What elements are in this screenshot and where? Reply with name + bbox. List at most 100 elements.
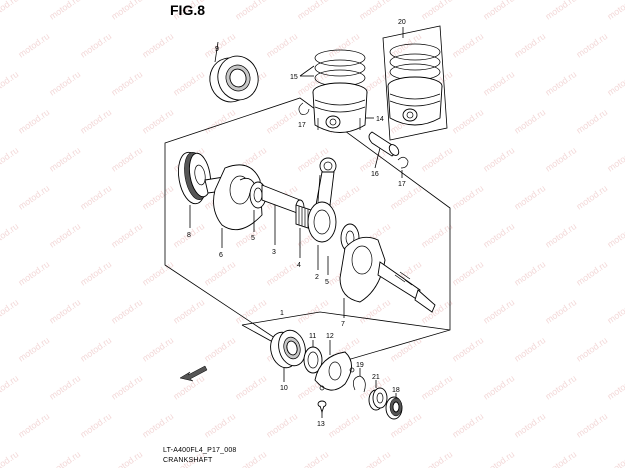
callout-15: 15 bbox=[290, 74, 298, 81]
spacer-part-11 bbox=[303, 340, 323, 374]
watermark-text: motod.ru bbox=[574, 411, 609, 440]
watermark-text: motod.ru bbox=[109, 297, 144, 326]
watermark-text: motod.ru bbox=[264, 31, 299, 60]
callout-12: 12 bbox=[326, 333, 334, 340]
front-direction-arrow-icon bbox=[179, 365, 208, 382]
watermark-text: motod.ru bbox=[202, 411, 237, 440]
watermark-text: motod.ru bbox=[78, 183, 113, 212]
crank-half-left-part-6 bbox=[204, 164, 263, 248]
watermark-text: motod.ru bbox=[450, 107, 485, 136]
callout-17-right: 17 bbox=[398, 181, 406, 188]
watermark-text: motod.ru bbox=[481, 373, 516, 402]
watermark-text: motod.ru bbox=[605, 145, 625, 174]
watermark-text: motod.ru bbox=[605, 221, 625, 250]
bearing-part-10 bbox=[270, 329, 306, 382]
callout-19: 19 bbox=[356, 362, 364, 369]
watermark-text: motod.ru bbox=[109, 373, 144, 402]
callout-5-left: 5 bbox=[251, 235, 255, 242]
watermark-text: motod.ru bbox=[543, 221, 578, 250]
timing-gear-part-8 bbox=[177, 151, 212, 228]
watermark-text: motod.ru bbox=[140, 107, 175, 136]
watermark-text: motod.ru bbox=[109, 0, 144, 22]
watermark-text: motod.ru bbox=[78, 411, 113, 440]
watermark-text: motod.ru bbox=[0, 145, 20, 174]
circlip-part-19 bbox=[353, 368, 366, 393]
watermark-text: motod.ru bbox=[419, 221, 454, 250]
watermark-text: motod.ru bbox=[47, 221, 82, 250]
figure-label: FIG.8 bbox=[170, 2, 206, 18]
watermark-text: motod.ru bbox=[233, 449, 268, 468]
watermark-text: motod.ru bbox=[47, 145, 82, 174]
callout-16: 16 bbox=[371, 171, 379, 178]
callout-8: 8 bbox=[187, 232, 191, 239]
watermark-text: motod.ru bbox=[47, 373, 82, 402]
watermark-text: motod.ru bbox=[543, 0, 578, 22]
watermark-text: motod.ru bbox=[419, 373, 454, 402]
watermark-text: motod.ru bbox=[574, 183, 609, 212]
watermark-text: motod.ru bbox=[512, 31, 547, 60]
watermark-text: motod.ru bbox=[16, 183, 51, 212]
screw-part-13 bbox=[317, 400, 327, 418]
watermark-text: motod.ru bbox=[574, 335, 609, 364]
watermark-text: motod.ru bbox=[481, 0, 516, 22]
callout-11: 11 bbox=[309, 333, 316, 340]
retainer-plate-part-12 bbox=[314, 340, 355, 391]
callout-4: 4 bbox=[297, 262, 301, 269]
watermark-text: motod.ru bbox=[543, 449, 578, 468]
watermark-text: motod.ru bbox=[605, 69, 625, 98]
watermark-text: motod.ru bbox=[109, 69, 144, 98]
watermark-text: motod.ru bbox=[0, 373, 20, 402]
watermark-text: motod.ru bbox=[543, 145, 578, 174]
watermark-text: motod.ru bbox=[109, 449, 144, 468]
watermark-text: motod.ru bbox=[264, 107, 299, 136]
watermark-text: motod.ru bbox=[295, 449, 330, 468]
watermark-text: motod.ru bbox=[78, 259, 113, 288]
watermark-text: motod.ru bbox=[295, 0, 330, 22]
watermark-text: motod.ru bbox=[450, 259, 485, 288]
watermark-text: motod.ru bbox=[574, 259, 609, 288]
diagram-code: LT-A400FL4_P17_008 bbox=[163, 447, 237, 454]
crank-half-right-part-7 bbox=[339, 236, 436, 318]
watermark-text: motod.ru bbox=[543, 69, 578, 98]
callout-1: 1 bbox=[280, 310, 284, 317]
watermark-text: motod.ru bbox=[512, 335, 547, 364]
watermark-text: motod.ru bbox=[481, 297, 516, 326]
watermark-text: motod.ru bbox=[388, 183, 423, 212]
watermark-text: motod.ru bbox=[512, 107, 547, 136]
watermark-text: motod.ru bbox=[512, 183, 547, 212]
watermark-text: motod.ru bbox=[202, 107, 237, 136]
watermark-text: motod.ru bbox=[419, 0, 454, 22]
piston-part-14 bbox=[312, 82, 374, 133]
callout-13: 13 bbox=[317, 421, 325, 428]
circlip-part-17-left bbox=[298, 102, 310, 115]
watermark-text: motod.ru bbox=[481, 449, 516, 468]
watermark-text: motod.ru bbox=[605, 0, 625, 22]
connecting-rod-part-2 bbox=[307, 157, 337, 270]
watermark-text: motod.ru bbox=[326, 31, 361, 60]
watermark-text: motod.ru bbox=[326, 411, 361, 440]
watermark-text: motod.ru bbox=[0, 221, 20, 250]
watermark-text: motod.ru bbox=[574, 107, 609, 136]
callout-2: 2 bbox=[315, 274, 319, 281]
watermark-text: motod.ru bbox=[450, 31, 485, 60]
watermark-text: motod.ru bbox=[233, 0, 268, 22]
watermark-text: motod.ru bbox=[0, 69, 20, 98]
watermark-text: motod.ru bbox=[481, 145, 516, 174]
watermark-text: motod.ru bbox=[450, 335, 485, 364]
watermark-text: motod.ru bbox=[140, 183, 175, 212]
callout-14: 14 bbox=[376, 116, 384, 123]
watermark-text: motod.ru bbox=[605, 297, 625, 326]
callout-21: 21 bbox=[372, 374, 380, 381]
watermark-text: motod.ru bbox=[450, 411, 485, 440]
callout-20: 20 bbox=[398, 19, 406, 26]
bearing-part-21 bbox=[368, 380, 388, 411]
watermark-text: motod.ru bbox=[78, 31, 113, 60]
watermark-text: motod.ru bbox=[202, 259, 237, 288]
watermark-text: motod.ru bbox=[605, 373, 625, 402]
watermark-text: motod.ru bbox=[543, 373, 578, 402]
watermark-text: motod.ru bbox=[481, 221, 516, 250]
watermark-text: motod.ru bbox=[109, 221, 144, 250]
watermark-text: motod.ru bbox=[171, 297, 206, 326]
